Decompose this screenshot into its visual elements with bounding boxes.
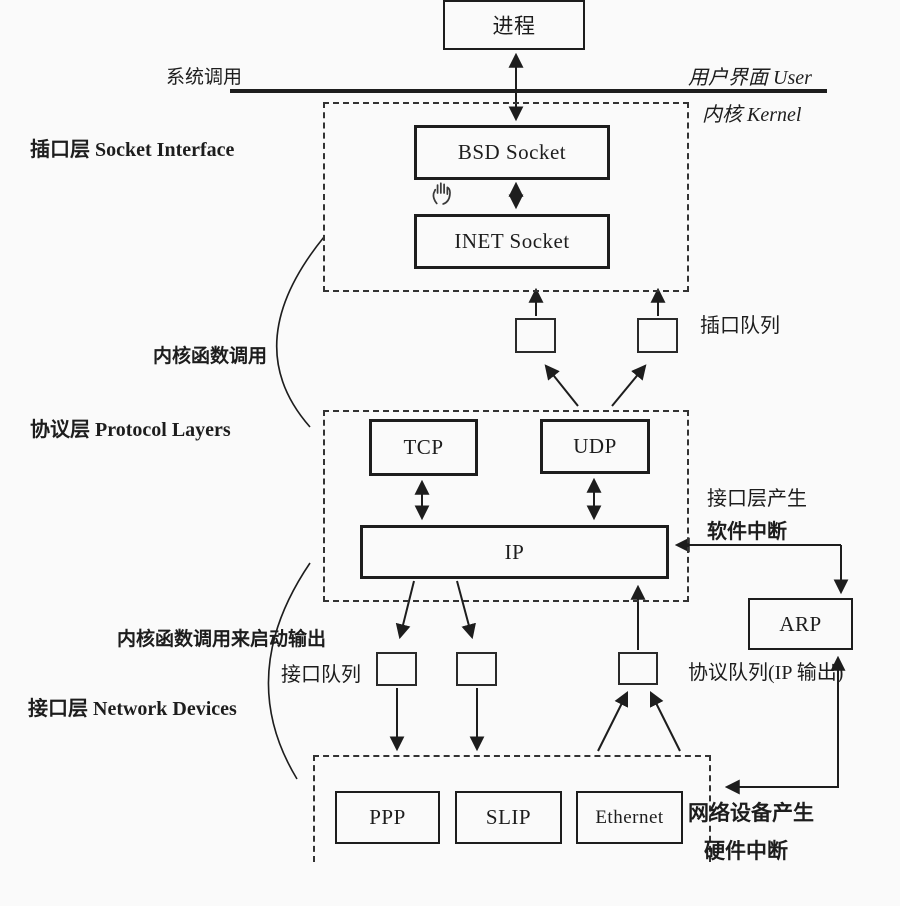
slip-label: SLIP bbox=[485, 805, 532, 829]
tcp-label: TCP bbox=[403, 435, 444, 459]
user-space-label: 用户界面 User bbox=[688, 67, 812, 89]
inet-socket-label: INET Socket bbox=[454, 229, 570, 253]
ethernet-box: Ethernet bbox=[576, 791, 683, 844]
socket-layer-frame bbox=[323, 102, 689, 292]
socket-queue-box-1 bbox=[515, 318, 556, 353]
interface-queue-box-2 bbox=[456, 652, 497, 686]
kernel-space-label: 内核 Kernel bbox=[702, 104, 802, 126]
hand-cursor-icon bbox=[428, 179, 456, 207]
protocol-queue-label: 协议队列(IP 输出) bbox=[688, 662, 844, 684]
protocol-queue-box bbox=[618, 652, 658, 685]
device-layer-title: 接口层 Network Devices bbox=[28, 698, 237, 720]
bsd-socket-box: BSD Socket bbox=[414, 125, 610, 180]
sw-interrupt-label-1: 接口层产生 bbox=[707, 488, 807, 510]
ppp-label: PPP bbox=[369, 805, 406, 829]
ip-label: IP bbox=[504, 539, 525, 564]
process-label: 进程 bbox=[492, 14, 536, 38]
arp-label: ARP bbox=[779, 611, 822, 636]
device-layer-frame bbox=[313, 755, 711, 862]
protocol-layer-title: 协议层 Protocol Layers bbox=[30, 419, 231, 441]
system-call-label: 系统调用 bbox=[166, 67, 243, 88]
process-box: 进程 bbox=[443, 0, 585, 50]
ppp-box: PPP bbox=[335, 791, 440, 844]
ethernet-label: Ethernet bbox=[595, 806, 664, 828]
slip-box: SLIP bbox=[455, 791, 562, 844]
kernel-func-output-label: 内核函数调用来启动输出 bbox=[117, 629, 327, 650]
kernel-call-brace-upper bbox=[275, 236, 325, 428]
udp-box: UDP bbox=[540, 419, 650, 474]
hw-interrupt-label-1: 网络设备产生 bbox=[688, 801, 814, 825]
socket-queue-label: 插口队列 bbox=[700, 315, 780, 337]
hw-interrupt-label-2: 硬件中断 bbox=[704, 839, 788, 863]
socket-queue-box-2 bbox=[637, 318, 678, 353]
interface-queue-label: 接口队列 bbox=[281, 664, 361, 686]
socket-layer-title: 插口层 Socket Interface bbox=[30, 139, 235, 161]
tcp-box: TCP bbox=[369, 419, 478, 476]
protocol-layer-frame bbox=[323, 410, 689, 602]
ip-box: IP bbox=[360, 525, 669, 579]
kernel-func-call-label: 内核函数调用 bbox=[153, 346, 268, 367]
bsd-socket-label: BSD Socket bbox=[457, 140, 567, 164]
interface-queue-box-1 bbox=[376, 652, 417, 686]
inet-socket-box: INET Socket bbox=[414, 214, 610, 269]
sw-interrupt-label-2: 软件中断 bbox=[707, 521, 787, 543]
udp-label: UDP bbox=[573, 434, 617, 458]
arp-box: ARP bbox=[748, 598, 853, 650]
